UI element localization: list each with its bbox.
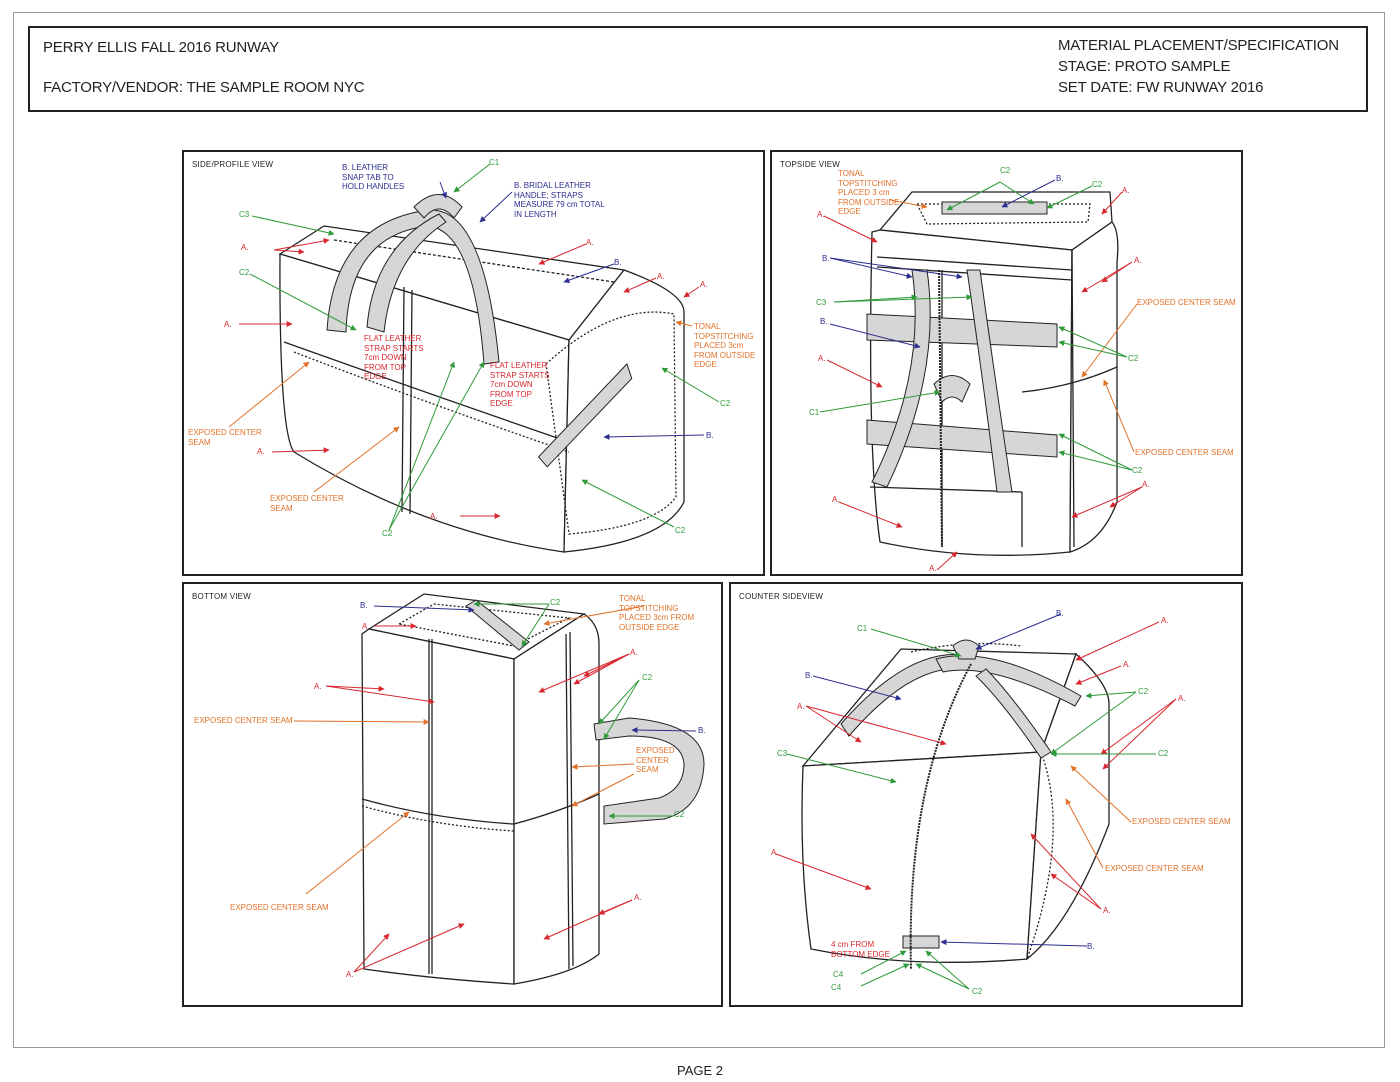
label-exposed-seam: EXPOSED CENTER SEAM	[1132, 817, 1231, 826]
label-b: B.	[1087, 942, 1095, 951]
panel-title: SIDE/PROFILE VIEW	[192, 160, 274, 169]
label-tonal-topstitch: TONAL TOPSTITCHING PLACED 3 cm FROM OUTS…	[838, 169, 900, 216]
label-exposed-seam: EXPOSED CENTER SEAM	[230, 903, 329, 912]
label-a: A.	[346, 970, 354, 979]
label-b: B.	[1056, 609, 1064, 618]
label-c3: C3	[777, 749, 788, 758]
label-a: A.	[1142, 480, 1150, 489]
label-c2: C2	[1138, 687, 1149, 696]
side-bag-drawing	[228, 163, 720, 553]
label-a: A.	[1178, 694, 1186, 703]
label-a: A.	[630, 648, 638, 657]
label-c1: C1	[489, 158, 500, 167]
label-flat-strap: FLAT LEATHER STRAP STARTS 7cm DOWN FROM …	[364, 334, 424, 381]
label-a: A.	[657, 272, 665, 281]
label-b: B.	[698, 726, 706, 735]
label-a: A.	[634, 893, 642, 902]
label-bridal-handle: B. BRIDAL LEATHER HANDLE; STRAPS MEASURE…	[514, 181, 605, 219]
label-a: A.	[362, 622, 370, 631]
label-exposed-seam: EXPOSED CENTER SEAM	[636, 746, 675, 774]
page-number: PAGE 2	[676, 1063, 723, 1078]
side-profile-panel: SIDE/PROFILE VIEW	[182, 150, 765, 576]
bottom-panel: BOTTOM VIEW	[182, 582, 723, 1007]
panel-title: TOPSIDE VIEW	[780, 160, 841, 169]
label-c2: C2	[675, 526, 686, 535]
label-a: A.	[832, 495, 840, 504]
label-c4: C4	[833, 970, 844, 979]
label-exposed-seam: EXPOSED CENTER SEAM	[1135, 448, 1234, 457]
label-a: A.	[1122, 186, 1130, 195]
label-a: A.	[257, 447, 265, 456]
label-a: A.	[929, 564, 937, 573]
label-c2: C2	[239, 268, 250, 277]
label-c2: C2	[550, 598, 561, 607]
panel-title: COUNTER SIDEVIEW	[739, 592, 824, 601]
label-a: A.	[1161, 616, 1169, 625]
doc-type: MATERIAL PLACEMENT/SPECIFICATION	[1058, 37, 1339, 54]
label-a: A.	[700, 280, 708, 289]
label-snap-tab: B. LEATHER SNAP TAB TO HOLD HANDLES	[342, 163, 405, 191]
label-exposed-seam: EXPOSED CENTER SEAM	[188, 428, 262, 447]
label-tonal-topstitch: TONAL TOPSTITCHING PLACED 3cm FROM OUTSI…	[694, 322, 756, 369]
label-c3: C3	[239, 210, 250, 219]
label-exposed-seam: EXPOSED CENTER SEAM	[1137, 298, 1236, 307]
label-b: B.	[706, 431, 714, 440]
label-a: A.	[241, 243, 249, 252]
label-b: B.	[805, 671, 813, 680]
panel-title: BOTTOM VIEW	[192, 592, 251, 601]
label-exposed-seam: EXPOSED CENTER SEAM	[270, 494, 344, 513]
label-a: A.	[314, 682, 322, 691]
label-c2: C2	[1000, 166, 1011, 175]
header-box: PERRY ELLIS FALL 2016 RUNWAY FACTORY/VEN…	[28, 26, 1368, 112]
label-a: A.	[818, 354, 826, 363]
label-c2: C2	[1128, 354, 1139, 363]
label-c2: C2	[972, 987, 983, 996]
label-a: A.	[586, 238, 594, 247]
sheet-border	[13, 12, 1385, 1048]
label-flat-strap: FLAT LEATHER STRAP STARTS 7cm DOWN FROM …	[490, 361, 550, 408]
collection-title: PERRY ELLIS FALL 2016 RUNWAY	[43, 39, 279, 56]
counter-side-panel: COUNTER SIDEVIEW	[729, 582, 1243, 1007]
vendor-line: FACTORY/VENDOR: THE SAMPLE ROOM NYC	[43, 79, 365, 96]
label-c2: C2	[1132, 466, 1143, 475]
set-date-line: SET DATE: FW RUNWAY 2016	[1058, 79, 1264, 96]
label-a: A.	[1103, 906, 1111, 915]
label-b: B.	[614, 258, 622, 267]
label-a: A.	[817, 210, 825, 219]
label-measure-4cm: 4 cm FROM BOTTOM EDGE	[831, 940, 890, 959]
label-a: A.	[797, 702, 805, 711]
label-b: B.	[1056, 174, 1064, 183]
label-c2: C2	[1158, 749, 1169, 758]
label-a: A.	[1123, 660, 1131, 669]
label-c1: C1	[809, 408, 820, 417]
stage-line: STAGE: PROTO SAMPLE	[1058, 58, 1231, 75]
topside-bag-drawing	[819, 179, 1143, 571]
label-b: B.	[822, 254, 830, 263]
label-c2: C2	[642, 673, 653, 682]
topside-panel: TOPSIDE VIEW	[770, 150, 1243, 576]
label-a: A.	[1134, 256, 1142, 265]
label-a: A.	[771, 848, 779, 857]
label-c2: C2	[720, 399, 731, 408]
label-tonal-topstitch: TONAL TOPSTITCHING PLACED 3cm FROM OUTSI…	[619, 594, 695, 632]
label-b: B.	[820, 317, 828, 326]
label-c1: C1	[857, 624, 868, 633]
label-c3: C3	[816, 298, 827, 307]
label-exposed-seam: EXPOSED CENTER SEAM	[1105, 864, 1204, 873]
label-c2: C2	[1092, 180, 1103, 189]
bottom-bag-drawing	[293, 593, 705, 985]
label-c2: C2	[382, 529, 393, 538]
counter-bag-drawing	[775, 613, 1177, 990]
label-exposed-seam: EXPOSED CENTER SEAM	[194, 716, 293, 725]
label-a: A.	[224, 320, 232, 329]
label-c2: C2	[674, 810, 685, 819]
label-c4: C4	[831, 983, 842, 992]
label-a: A.	[430, 512, 438, 521]
label-b: B.	[360, 601, 368, 610]
